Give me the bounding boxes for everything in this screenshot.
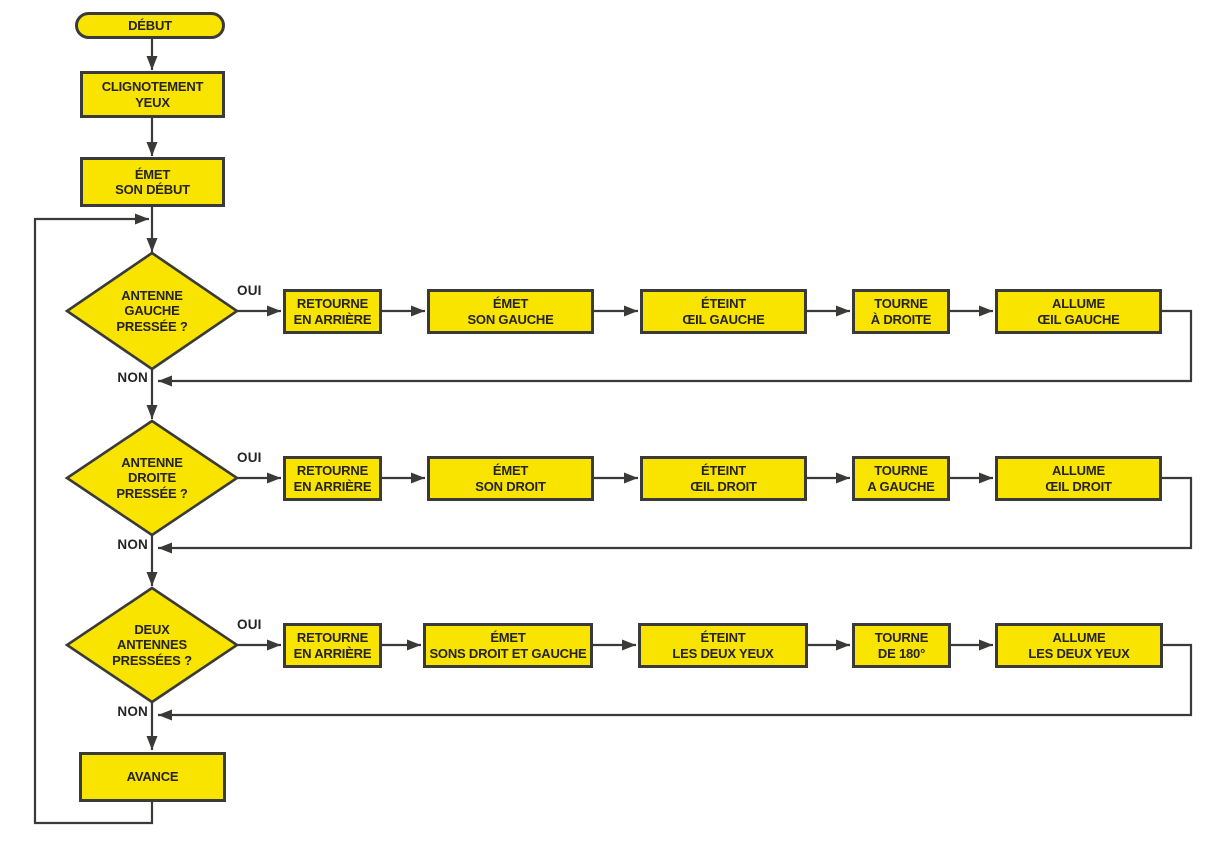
- step-box: ÉTEINT LES DEUX YEUX: [638, 623, 808, 668]
- return-line-1: [158, 309, 1193, 387]
- step-box: ALLUME ŒIL GAUCHE: [995, 289, 1162, 334]
- step-label: ALLUME LES DEUX YEUX: [1028, 630, 1130, 661]
- return-line-2: [158, 476, 1193, 554]
- step-box: TOURNE À DROITE: [852, 289, 950, 334]
- process-avance: AVANCE: [79, 752, 226, 802]
- step-label: ALLUME ŒIL DROIT: [1045, 463, 1112, 494]
- process-blink-eyes: CLIGNOTEMENT YEUX: [80, 71, 225, 118]
- step-label: TOURNE À DROITE: [870, 296, 932, 327]
- step-label: ALLUME ŒIL GAUCHE: [1037, 296, 1120, 327]
- step-label: RETOURNE EN ARRIÈRE: [293, 463, 372, 494]
- loop-back-line: [33, 213, 154, 825]
- step-box: ALLUME LES DEUX YEUX: [995, 623, 1163, 668]
- step-box: RETOURNE EN ARRIÈRE: [283, 456, 382, 501]
- oui-label-3: OUI: [237, 617, 262, 632]
- return-line-3: [158, 643, 1193, 721]
- step-box: TOURNE DE 180°: [852, 623, 951, 668]
- decision-2-shape: [64, 419, 240, 537]
- step-box: RETOURNE EN ARRIÈRE: [283, 623, 382, 668]
- step-label: ÉMET SON GAUCHE: [467, 296, 554, 327]
- step-box: ÉMET SONS DROIT ET GAUCHE: [423, 623, 593, 668]
- step-box: ALLUME ŒIL DROIT: [995, 456, 1162, 501]
- step-label: ÉMET SON DROIT: [475, 463, 546, 494]
- oui-label-2: OUI: [237, 450, 262, 465]
- step-label: ÉTEINT ŒIL GAUCHE: [682, 296, 765, 327]
- decision-3-text: DEUX ANTENNES PRESSÉES ?: [87, 619, 217, 671]
- decision-3-shape: [64, 586, 240, 704]
- step-label: TOURNE DE 180°: [874, 630, 929, 661]
- start-label: DÉBUT: [128, 17, 172, 33]
- step-label: ÉTEINT LES DEUX YEUX: [672, 630, 774, 661]
- decision-1-text: ANTENNE GAUCHE PRESSÉE ?: [87, 285, 217, 337]
- non-label-1: NON: [117, 370, 148, 385]
- step-box: ÉMET SON DROIT: [427, 456, 594, 501]
- step-label: RETOURNE EN ARRIÈRE: [293, 296, 372, 327]
- decision-2-text: ANTENNE DROITE PRESSÉE ?: [87, 452, 217, 504]
- process-label: AVANCE: [126, 769, 179, 785]
- step-box: ÉMET SON GAUCHE: [427, 289, 594, 334]
- step-label: ÉMET SONS DROIT ET GAUCHE: [429, 630, 587, 661]
- non-label-2: NON: [117, 537, 148, 552]
- step-box: TOURNE A GAUCHE: [852, 456, 950, 501]
- step-label: RETOURNE EN ARRIÈRE: [293, 630, 372, 661]
- step-box: RETOURNE EN ARRIÈRE: [283, 289, 382, 334]
- oui-label-1: OUI: [237, 283, 262, 298]
- decision-label: ANTENNE GAUCHE PRESSÉE ?: [116, 287, 188, 334]
- decision-1-shape: [64, 251, 240, 371]
- decision-label: ANTENNE DROITE PRESSÉE ?: [116, 454, 188, 501]
- process-label: CLIGNOTEMENT YEUX: [101, 79, 204, 110]
- step-label: TOURNE A GAUCHE: [867, 463, 935, 494]
- process-start-sound: ÉMET SON DÉBUT: [80, 157, 225, 207]
- decision-label: DEUX ANTENNES PRESSÉES ?: [112, 621, 192, 668]
- step-label: ÉTEINT ŒIL DROIT: [690, 463, 757, 494]
- step-box: ÉTEINT ŒIL GAUCHE: [640, 289, 807, 334]
- process-label: ÉMET SON DÉBUT: [115, 166, 190, 198]
- step-box: ÉTEINT ŒIL DROIT: [640, 456, 807, 501]
- start-node: DÉBUT: [75, 12, 225, 39]
- non-label-3: NON: [117, 704, 148, 719]
